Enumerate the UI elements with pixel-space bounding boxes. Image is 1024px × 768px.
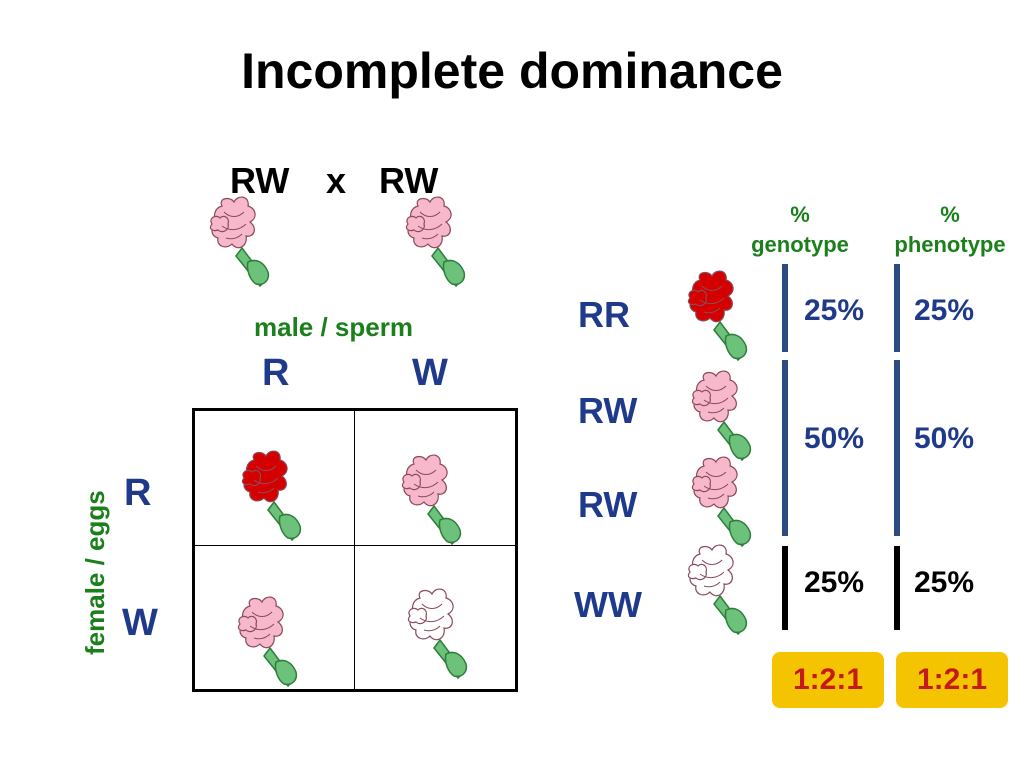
- male-sperm-label: male / sperm: [254, 312, 413, 342]
- genotype-row-rw-2: RW: [578, 484, 638, 525]
- cell-wr-pink-flower-icon: [237, 596, 298, 687]
- punnett-divider-horizontal: [192, 545, 518, 546]
- parent2-flower-icon: [405, 196, 466, 287]
- result-pink-flower-icon-1: [691, 370, 752, 461]
- genotype-percent-rr: 25%: [804, 294, 865, 327]
- phenotype-header-word: phenotype: [894, 232, 1006, 257]
- cell-rr-red-flower-icon: [241, 450, 302, 541]
- phenotype-ratio-badge: 1:2:1: [896, 652, 1008, 708]
- cross-operator: x: [326, 160, 347, 201]
- punnett-divider-vertical: [354, 408, 355, 692]
- genotype-header-word: genotype: [751, 232, 849, 257]
- page-title: Incomplete dominance: [241, 43, 783, 99]
- phenotype-percent-header: % phenotype: [880, 200, 1020, 260]
- parent1-flower-icon: [209, 196, 270, 287]
- phenotype-percent-ww: 25%: [914, 566, 975, 599]
- female-allele-r: R: [124, 472, 152, 514]
- phenotype-percent-rr: 25%: [914, 294, 975, 327]
- genotype-percent-header: % genotype: [740, 200, 860, 260]
- phenotype-bar-rr: [894, 264, 900, 352]
- genotype-percent-symbol: %: [790, 202, 810, 227]
- male-allele-w: W: [412, 352, 448, 394]
- male-allele-r: R: [262, 352, 290, 394]
- genotype-bar-rw: [782, 360, 788, 536]
- genotype-percent-rw: 50%: [804, 422, 865, 455]
- phenotype-percent-rw: 50%: [914, 422, 975, 455]
- genotype-row-ww: WW: [574, 584, 642, 625]
- parent1-genotype: RW: [230, 160, 290, 201]
- phenotype-percent-symbol: %: [940, 202, 960, 227]
- genotype-row-rw-1: RW: [578, 390, 638, 431]
- genotype-row-rr: RR: [578, 294, 630, 335]
- female-allele-w: W: [122, 602, 158, 644]
- genotype-percent-ww: 25%: [804, 566, 865, 599]
- result-red-flower-icon: [687, 270, 748, 361]
- cell-ww-white-flower-icon: [407, 588, 468, 679]
- result-pink-flower-icon-2: [691, 456, 752, 547]
- parent2-genotype: RW: [379, 160, 439, 201]
- punnett-square: [192, 408, 518, 692]
- phenotype-bar-rw: [894, 360, 900, 536]
- phenotype-bar-ww: [894, 546, 900, 630]
- genotype-ratio-badge: 1:2:1: [772, 652, 884, 708]
- cell-rw-pink-flower-icon: [401, 454, 462, 545]
- female-eggs-label: female / eggs: [80, 490, 110, 655]
- genotype-bar-ww: [782, 546, 788, 630]
- genotype-bar-rr: [782, 264, 788, 352]
- result-white-flower-icon: [687, 544, 748, 635]
